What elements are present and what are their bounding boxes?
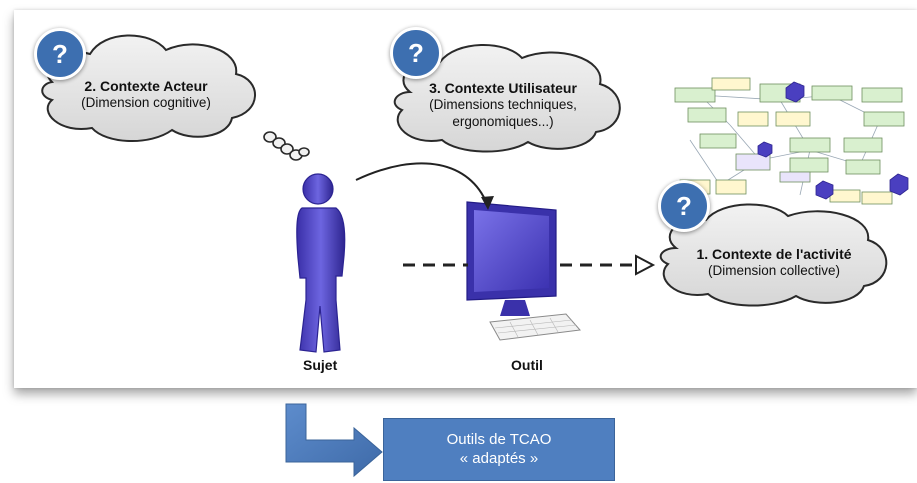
acteur-subtitle: (Dimension cognitive) [81, 95, 211, 110]
label-utilisateur: 3. Contexte Utilisateur (Dimensions tech… [418, 80, 588, 130]
outils-tcao-box: Outils de TCAO « adaptés » [383, 418, 615, 481]
cloud-utilisateur [393, 43, 621, 153]
outbox-line1: Outils de TCAO [446, 431, 552, 448]
outbox-line2: « adaptés » [459, 450, 539, 467]
activite-title: 1. Contexte de l'activité [696, 246, 852, 262]
question-badge-activite: ? [658, 180, 710, 232]
sujet-figure [296, 173, 346, 353]
label-activite: 1. Contexte de l'activité (Dimension col… [690, 246, 858, 279]
outil-label: Outil [511, 357, 543, 373]
dashed-arrow-activite [403, 254, 656, 276]
activite-subtitle: (Dimension collective) [707, 263, 841, 278]
question-badge-utilisateur: ? [390, 27, 442, 79]
question-badge-acteur: ? [34, 28, 86, 80]
label-acteur: 2. Contexte Acteur (Dimension cognitive) [76, 78, 216, 111]
activity-model-cubes [757, 81, 909, 200]
utilisateur-subtitle-1: (Dimensions techniques, [429, 97, 577, 112]
utilisateur-title: 3. Contexte Utilisateur [429, 80, 577, 96]
cloud-activite [659, 203, 888, 307]
thought-bubbles [263, 131, 310, 161]
acteur-title: 2. Contexte Acteur [84, 78, 208, 94]
outil-computer [466, 201, 581, 341]
utilisateur-subtitle-2: ergonomiques...) [452, 114, 554, 129]
activity-model-boxes [674, 77, 905, 205]
bent-arrow [285, 403, 383, 478]
sujet-label: Sujet [303, 357, 338, 373]
arrow-sujet-outil [355, 162, 494, 210]
cloud-acteur [41, 34, 256, 142]
